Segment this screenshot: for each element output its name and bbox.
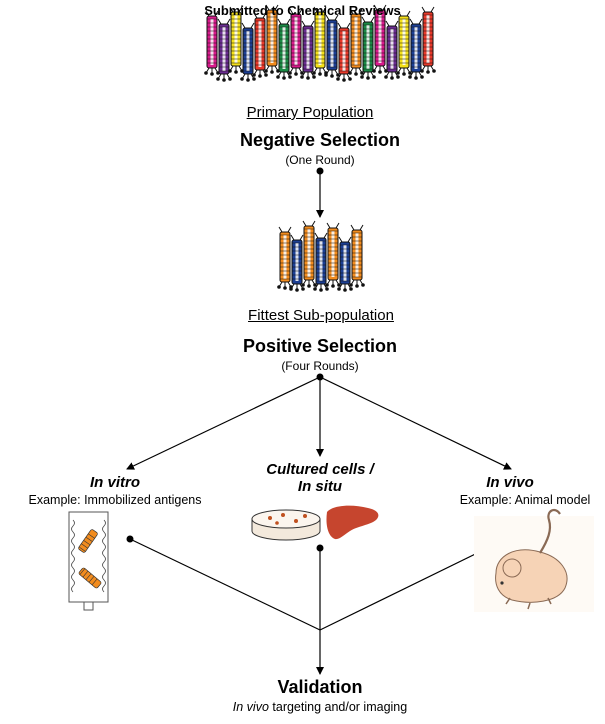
phage-particle [204,10,220,76]
petri-dish-icon [251,509,321,541]
phage-particle [301,220,317,288]
phage-particle [277,226,293,290]
mouse-icon [474,508,594,612]
fittest-population-icon [277,220,365,292]
negative-selection-title: Negative Selection [239,130,401,150]
primary-population-label: Primary Population [246,104,374,121]
in-vivo-title: In vivo [486,474,534,491]
phage-particle [264,4,280,74]
phage-particle [288,8,304,76]
phage-particle [396,10,412,76]
line-from-in-vitro [129,538,321,631]
column-icon [68,511,109,611]
validation-title: Validation [277,677,363,697]
cultured-title-line2: In situ [297,478,343,495]
negative-selection-subtitle: (One Round) [285,153,355,167]
phage-particle [420,6,436,74]
phage-particle [408,18,424,80]
phage-particle [228,6,244,74]
validation-subtitle: In vivo targeting and/or imaging [170,700,470,714]
arrow-to-in-vitro [126,376,321,470]
phage-particle [312,6,328,76]
in-vitro-example: Example: Immobilized antigens [28,493,202,507]
liver-icon [326,505,379,540]
phage-particle [276,18,292,80]
phage-particle [252,12,268,78]
phage-particle [336,22,352,82]
positive-selection-title: Positive Selection [242,336,398,356]
fittest-population-label: Fittest Sub-population [248,307,394,324]
phage-particle [348,8,364,76]
header-text: Submitted to Chemical Reviews [204,3,401,18]
phage-particle [289,234,305,292]
phage-particle [313,232,329,292]
phage-particle [372,4,388,74]
in-vivo-example: Example: Animal model [459,493,591,507]
phage-population-icon [204,4,436,82]
phage-particle [325,222,341,288]
phage-particle [216,18,232,82]
phage-particle [384,20,400,80]
arrow-to-in-vivo [319,376,512,470]
positive-selection-subtitle: (Four Rounds) [281,359,359,373]
phage-particle [337,236,353,292]
phage-particle [324,14,340,78]
cultured-title-line1: Cultured cells / [266,461,374,478]
phage-particle [349,224,365,288]
phage-particle [360,16,376,80]
phage-particle [300,20,316,80]
phage-particle [240,22,256,82]
validation-subtitle-italic: In vivo [232,700,269,714]
validation-subtitle-rest: targeting and/or imaging [268,700,408,714]
in-vitro-title: In vitro [89,474,140,491]
